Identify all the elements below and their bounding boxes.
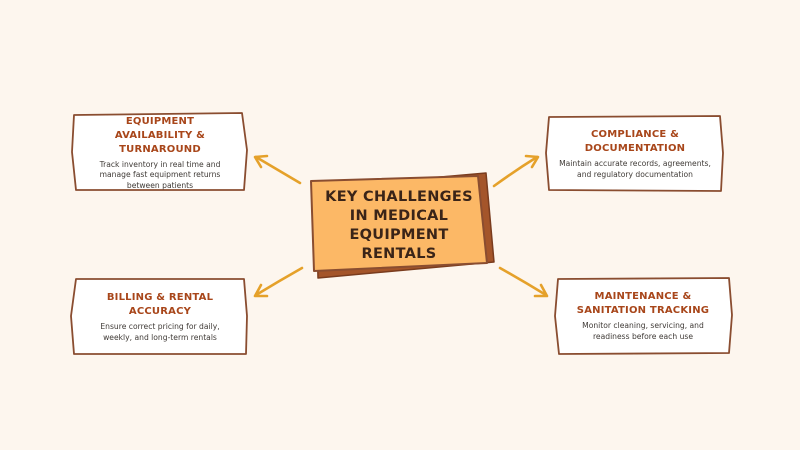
challenge-card-shape	[70, 278, 248, 355]
challenge-card-shape	[71, 112, 248, 191]
challenge-card-compliance: COMPLIANCE & DOCUMENTATION Maintain accu…	[549, 118, 721, 190]
challenge-card-maintenance: MAINTENANCE & SANITATION TRACKING Monito…	[558, 280, 728, 352]
connector-arrow	[253, 266, 304, 298]
center-title: KEY CHALLENGES IN MEDICAL EQUIPMENT RENT…	[325, 189, 473, 262]
challenge-card-availability: EQUIPMENT AVAILABILITY & TURNAROUND Trac…	[76, 115, 244, 190]
challenge-title: BILLING & RENTAL ACCURACY	[106, 292, 214, 317]
connector-arrow	[253, 154, 302, 185]
challenge-description: Ensure correct pricing for daily, weekly…	[100, 322, 220, 342]
challenge-card-shape	[545, 115, 724, 192]
challenge-card-shape	[554, 277, 733, 355]
challenge-title: COMPLIANCE & DOCUMENTATION	[584, 129, 686, 154]
challenge-description: Maintain accurate records, agreements, a…	[559, 159, 711, 179]
center-node: KEY CHALLENGES IN MEDICAL EQUIPMENT RENT…	[313, 178, 485, 274]
challenge-title: MAINTENANCE & SANITATION TRACKING	[576, 291, 710, 316]
connector-arrow	[492, 154, 540, 188]
challenge-description: Monitor cleaning, servicing, and readine…	[582, 321, 704, 341]
challenge-title: EQUIPMENT AVAILABILITY & TURNAROUND	[114, 115, 206, 155]
connector-arrow	[498, 266, 549, 298]
challenge-description: Track inventory in real time and manage …	[99, 159, 221, 190]
challenge-card-billing: BILLING & RENTAL ACCURACY Ensure correct…	[75, 282, 245, 352]
center-node-shape	[310, 175, 488, 272]
